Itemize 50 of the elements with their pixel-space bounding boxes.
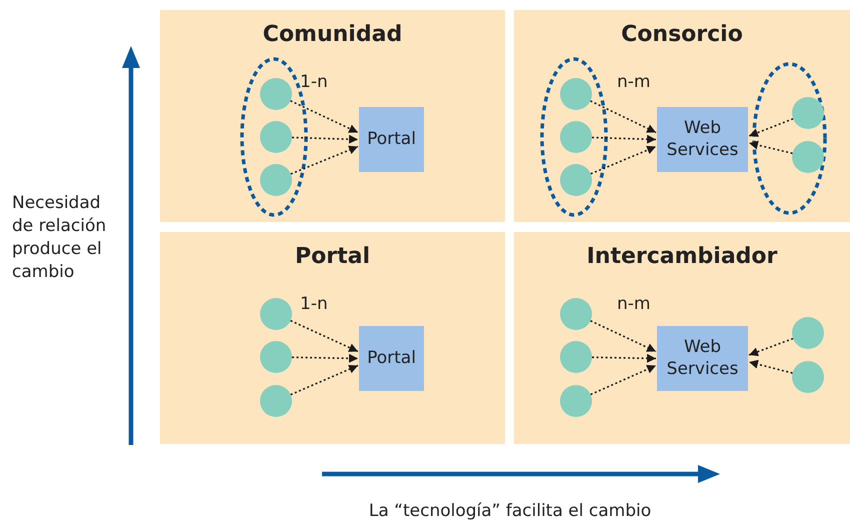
service-box: Portal (359, 326, 424, 391)
entity-circle (260, 298, 292, 330)
dotted-arrow (290, 364, 358, 396)
quadrant-panel (160, 10, 505, 222)
dotted-arrow (748, 118, 794, 137)
dotted-arrow (290, 100, 358, 134)
service-box: Web Services (657, 107, 748, 172)
quadrant-panel (514, 232, 850, 444)
dashed-ellipse (752, 62, 827, 215)
entity-circle (792, 141, 824, 173)
quadrant-panel (514, 10, 850, 222)
dotted-arrow (590, 320, 656, 352)
dotted-arrow (590, 100, 656, 134)
quadrant-title: Portal (295, 244, 370, 269)
dotted-arrow (592, 354, 656, 363)
entity-circle (560, 78, 592, 110)
cardinality-label: n-m (617, 294, 650, 314)
entity-circle (560, 341, 592, 373)
quadrant-title: Intercambiador (586, 244, 778, 269)
axis-label: Necesidad de relación produce el cambio (12, 192, 108, 284)
entity-circle (560, 164, 592, 196)
axis-label: La “tecnología” facilita el cambio (368, 500, 652, 523)
service-box: Web Services (657, 326, 748, 391)
entity-circle (260, 164, 292, 196)
quadrant-title: Consorcio (621, 22, 743, 47)
entity-circle (792, 317, 824, 349)
cardinality-label: n-m (617, 72, 650, 92)
entity-circle (260, 385, 292, 417)
entity-circle (260, 78, 292, 110)
service-box: Portal (359, 107, 424, 172)
dotted-arrow (590, 146, 656, 175)
dotted-arrow (748, 360, 793, 374)
quadrant-panel (160, 232, 505, 444)
entity-circle (560, 121, 592, 153)
entity-circle (792, 361, 824, 393)
entity-circle (560, 385, 592, 417)
dotted-arrow (290, 146, 358, 175)
entity-circle (560, 298, 592, 330)
entity-circle (792, 97, 824, 129)
dotted-arrow (290, 320, 358, 352)
dotted-arrow (748, 140, 793, 154)
cardinality-label: 1-n (300, 294, 328, 314)
dashed-ellipse (540, 57, 608, 217)
dotted-arrow (590, 364, 656, 396)
cardinality-label: 1-n (300, 72, 328, 92)
dotted-arrow (748, 338, 794, 356)
dotted-arrow (292, 354, 358, 363)
entity-circle (260, 341, 292, 373)
entity-circle (260, 121, 292, 153)
quadrant-title: Comunidad (262, 22, 402, 47)
